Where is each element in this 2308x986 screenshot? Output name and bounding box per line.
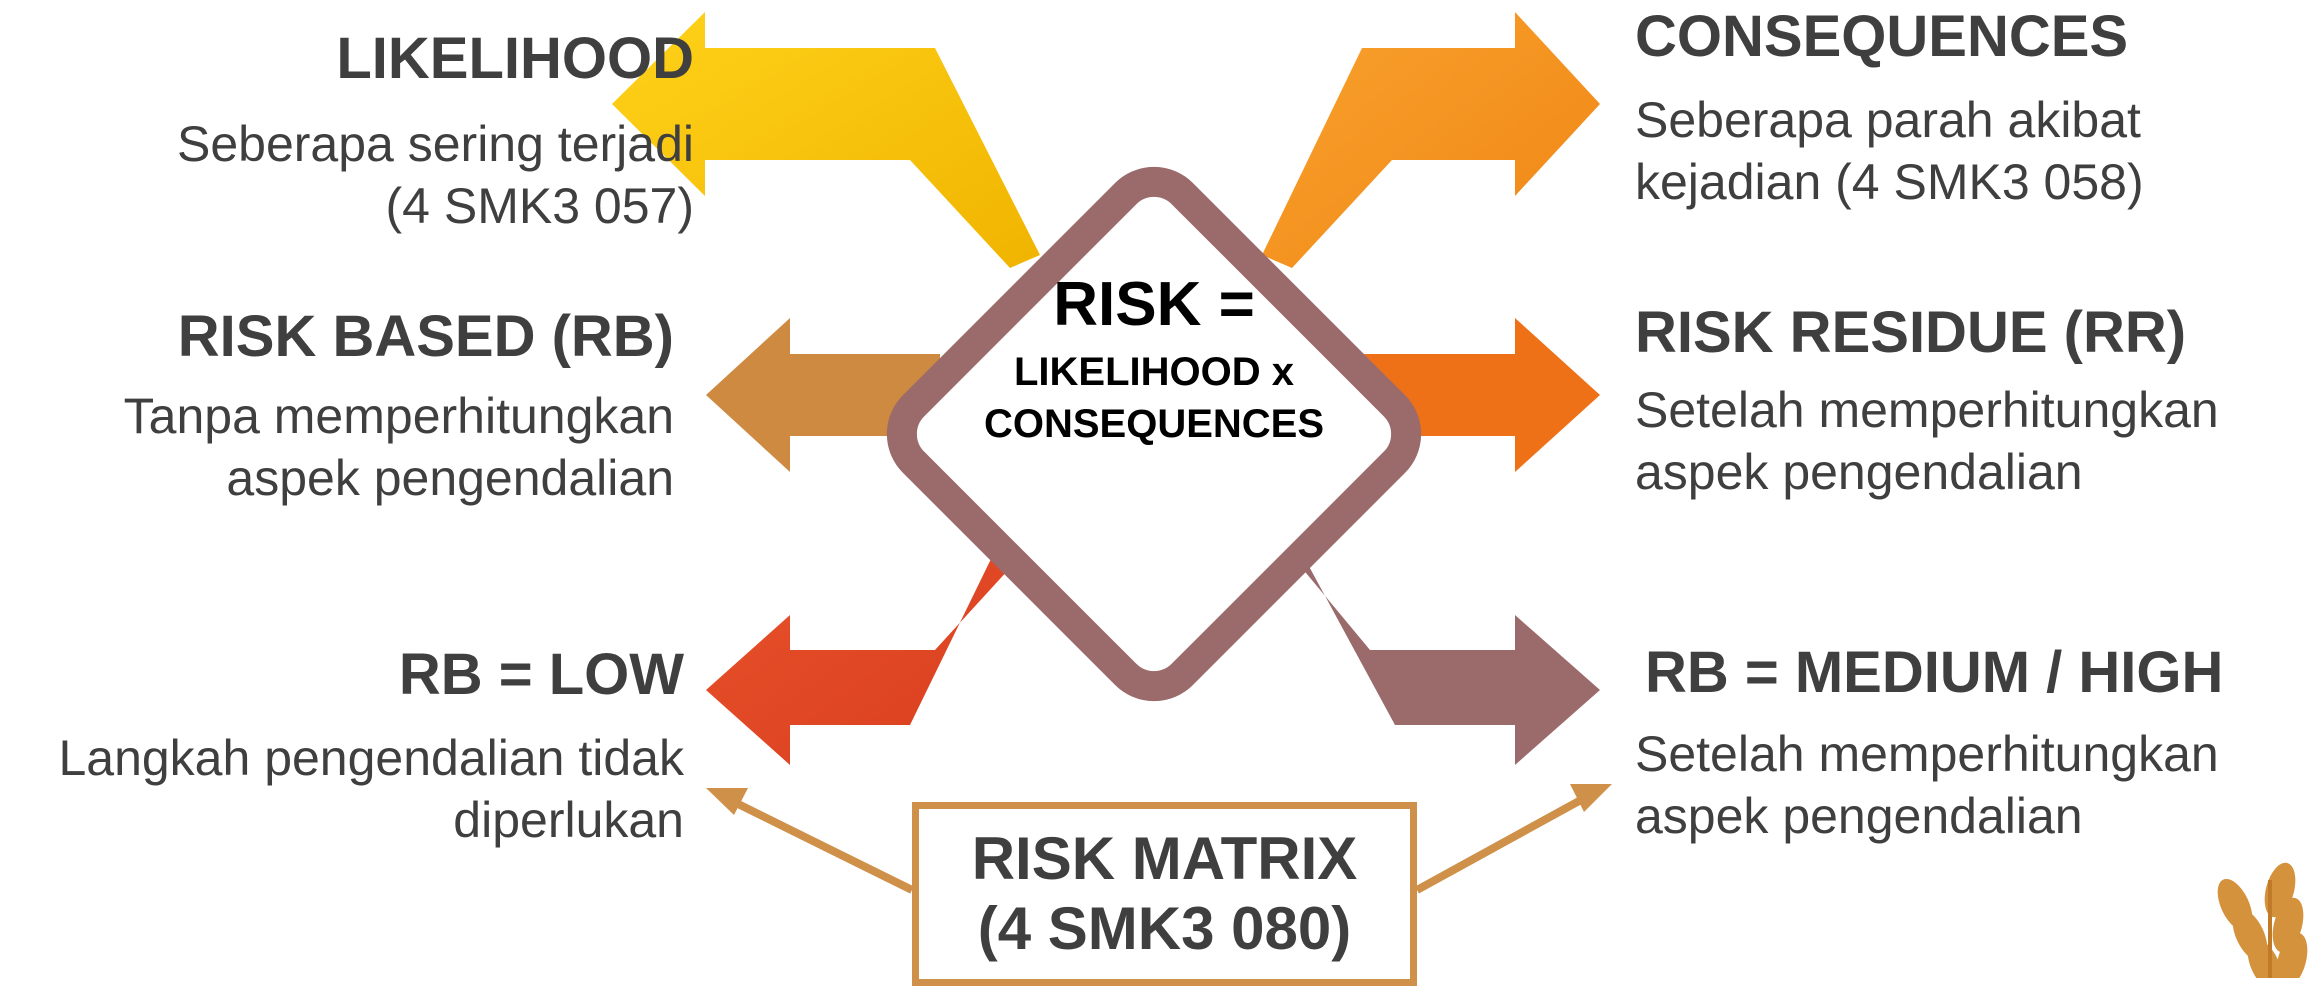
wheat-decoration (2217, 862, 2308, 978)
rb-medium-high-desc-2: aspek pengendalian (1635, 788, 2083, 844)
rb-low-desc-2: diperlukan (453, 792, 684, 848)
center-line2: CONSEQUENCES (983, 402, 1325, 446)
consequences-desc-2: kejadian (4 SMK3 058) (1635, 154, 2144, 210)
matrix-connector-left-head (706, 788, 748, 815)
consequences-arrow (1262, 12, 1600, 268)
risk-based-desc-2: aspek pengendalian (226, 450, 674, 506)
matrix-connector-left (718, 791, 914, 894)
risk-matrix-line2: (4 SMK3 080) (977, 895, 1352, 962)
rb-medium-high-arrow (1262, 520, 1600, 765)
risk-based-desc-1: Tanpa memperhitungkan (123, 388, 674, 444)
rb-medium-high-desc-1: Setelah memperhitungkan (1635, 726, 2219, 782)
likelihood-desc-2: (4 SMK3 057) (385, 178, 694, 234)
rb-medium-high-title: RB = MEDIUM / HIGH (1645, 640, 2224, 705)
matrix-connector-right-head (1570, 784, 1612, 812)
likelihood-title: LIKELIHOOD (336, 26, 694, 91)
center-line1: LIKELIHOOD x (1013, 350, 1295, 394)
center-title: RISK = (1053, 270, 1255, 339)
rb-low-arrow (706, 520, 1040, 765)
consequences-title: CONSEQUENCES (1635, 4, 2129, 69)
consequences-desc-1: Seberapa parah akibat (1635, 92, 2141, 148)
likelihood-desc-1: Seberapa sering terjadi (177, 116, 694, 172)
risk-matrix-line1: RISK MATRIX (971, 825, 1358, 892)
risk-matrix-box: RISK MATRIX (4 SMK3 080) (912, 802, 1417, 986)
rb-low-desc-1: Langkah pengendalian tidak (58, 730, 684, 786)
center-diamond (886, 166, 1422, 702)
risk-residue-title: RISK RESIDUE (RR) (1635, 300, 2187, 365)
risk-residue-desc-2: aspek pengendalian (1635, 444, 2083, 500)
rb-low-title: RB = LOW (398, 642, 684, 707)
risk-based-arrow (706, 318, 940, 472)
risk-residue-desc-1: Setelah memperhitungkan (1635, 382, 2219, 438)
risk-based-title: RISK BASED (RB) (177, 304, 674, 369)
likelihood-arrow (612, 12, 1040, 268)
matrix-connector-right (1415, 791, 1592, 894)
